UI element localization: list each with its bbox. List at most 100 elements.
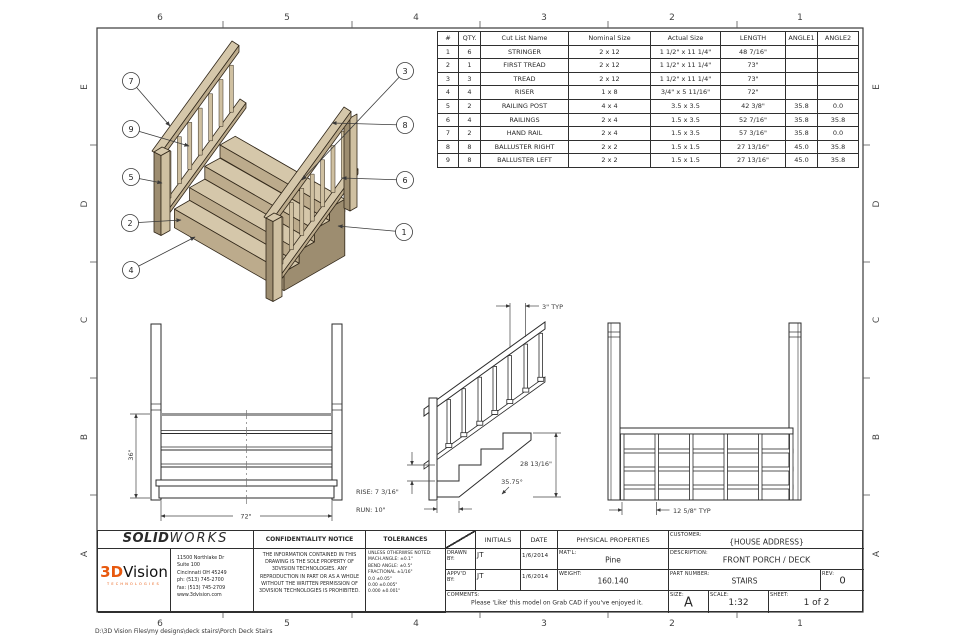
cutlist-cell: 3 [437, 71, 459, 87]
zone-labels: 6 5 4 3 2 1 6 5 4 3 2 1 E D C B A E D C … [80, 13, 882, 629]
cutlist-cell: 35.8 [785, 112, 818, 128]
initials-header: INITIALS [476, 531, 521, 549]
zone-row-label: D [872, 200, 882, 207]
cutlist-cell: 6 [458, 44, 481, 60]
cutlist-cell: 27 13/16" [720, 139, 786, 155]
tolerance-line: 0.00 ±0.005" [368, 582, 398, 588]
cutlist-cell: 4 [458, 112, 481, 128]
scale-cell: SCALE: 1:32 [709, 591, 769, 613]
zone-col-label: 6 [157, 619, 163, 629]
comments-cell: COMMENTS: Please 'Like' this model on Gr… [446, 591, 669, 613]
zone-row-label: E [80, 84, 90, 90]
cutlist-cell: 5 [437, 98, 459, 114]
cutlist-cell: 72" [720, 85, 786, 100]
cutlist-cell: 7 [437, 126, 459, 141]
cutlist-cell: 35.8 [817, 139, 859, 155]
balloon-5: 5 [128, 173, 133, 182]
cutlist-cell: HAND RAIL [480, 126, 569, 141]
date-header: DATE [521, 531, 558, 549]
right-railing [263, 106, 359, 302]
zone-col-label: 4 [413, 13, 419, 23]
cutlist-cell: 2 [437, 58, 459, 73]
cutlist-cell: 48 7/16" [720, 44, 786, 60]
zone-row-label: C [80, 317, 90, 323]
zone-col-label: 1 [797, 619, 803, 629]
side-height-dim: 28 13/16" [520, 460, 552, 468]
description-cell: DESCRIPTION: FRONT PORCH / DECK [669, 549, 864, 570]
cutlist-cell: 2 x 12 [568, 58, 651, 73]
size-value: A [684, 595, 693, 611]
front-view: 36" 72" [127, 323, 343, 521]
zone-col-label: 2 [669, 13, 675, 23]
cutlist-cell: FIRST TREAD [480, 58, 569, 73]
side-rise-dim: RISE: 7 3/16" [356, 488, 399, 496]
material-value: Pine [605, 555, 621, 565]
cutlist-cell: 9 [437, 153, 459, 168]
zone-col-label: 3 [541, 619, 547, 629]
file-path: D:\3D Vision Files\my designs\deck stair… [95, 628, 273, 635]
cutlist-cell: 35.8 [817, 153, 859, 168]
solidworks-logo-bold: SOLID [122, 531, 170, 546]
cutlist-cell: 1.5 x 3.5 [650, 112, 721, 128]
weight-cell: WEIGHT: 160.140 [558, 570, 669, 591]
cutlist-cell: 3 [458, 71, 481, 87]
customer-cell: CUSTOMER: {HOUSE ADDRESS} [669, 531, 864, 549]
zone-col-label: 5 [284, 13, 290, 23]
cutlist-cell: 0.0 [817, 126, 859, 141]
cutlist-cell: 42 3/8" [720, 98, 786, 114]
cutlist-cell [785, 58, 818, 73]
physical-properties-header: PHYSICAL PROPERTIES [558, 531, 669, 549]
cutlist-cell: 1 x 8 [568, 85, 651, 100]
vendor-address-line: fax: (513) 745-2709 [177, 585, 226, 591]
vendor-logo-3d: 3D [100, 563, 124, 581]
side-angle-dim: 35.75° [501, 478, 523, 486]
balloon-7: 7 [128, 77, 133, 86]
cutlist-cell: RAILINGS [480, 112, 569, 128]
material-cell: MAT'L: Pine [558, 549, 669, 570]
cutlist-cell [785, 85, 818, 100]
cutlist-cell: 1.5 x 3.5 [650, 126, 721, 141]
tolerance-line: UNLESS OTHERWISE NOTED: [368, 551, 432, 556]
tolerances-body: UNLESS OTHERWISE NOTED:MACH.ANGLE: ±0.1°… [366, 549, 445, 598]
tolerance-line: MACH.ANGLE: ±0.1° [368, 557, 414, 563]
stair-body [173, 135, 346, 292]
isometric-view [151, 40, 359, 302]
zone-col-label: 2 [669, 619, 675, 629]
cutlist-cell: 3/4" x 5 11/16" [650, 85, 721, 100]
balloon-2: 2 [127, 219, 132, 228]
cutlist-header-cell: Actual Size [650, 31, 721, 46]
confidentiality-body: THE INFORMATION CONTAINED IN THIS DRAWIN… [259, 553, 360, 594]
vendor-address-line: Suite 100 [177, 563, 200, 569]
zone-ticks [90, 21, 870, 618]
tolerance-line: 0.000 ±0.001" [368, 589, 401, 595]
zone-row-label: D [80, 200, 90, 207]
cutlist-cell: 73" [720, 58, 786, 73]
cutlist-cell: 0.0 [817, 98, 859, 114]
cutlist-cell: 52 7/16" [720, 112, 786, 128]
cutlist-cell: 2 x 4 [568, 112, 651, 128]
drawn-date: 1/6/2014 [521, 549, 558, 570]
sheet-cell: SHEET: 1 of 2 [769, 591, 864, 613]
front-height-dim: 36" [127, 449, 135, 460]
balloon-8: 8 [402, 121, 407, 130]
part-number-value: STAIRS [731, 576, 758, 586]
side-spacing-dim: 3" TYP [542, 303, 563, 311]
cutlist-cell: 8 [437, 139, 459, 155]
cutlist-cell: 2 x 2 [568, 153, 651, 168]
cutlist-cell: 1.5 x 1.5 [650, 139, 721, 155]
cutlist-header-cell: ANGLE2 [817, 31, 859, 46]
diagonal-cell [446, 531, 476, 549]
cutlist-cell: 73" [720, 71, 786, 87]
balloon-4: 4 [128, 266, 133, 275]
side-run-dim: RUN: 10" [356, 506, 386, 514]
cutlist-cell: 1 [458, 58, 481, 73]
vendor-address-line: ph: (513) 745-2700 [177, 578, 224, 584]
left-railing [151, 40, 247, 236]
